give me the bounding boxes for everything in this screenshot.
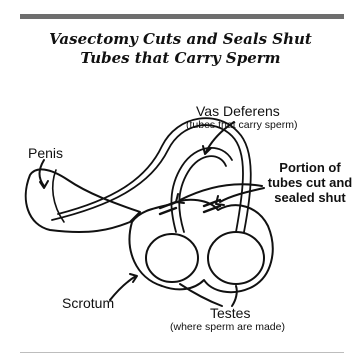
label-vas-deferens-note: (tubes that carry sperm) bbox=[186, 119, 297, 131]
label-penis: Penis bbox=[28, 146, 63, 161]
vas-deferens-tube-outer bbox=[52, 125, 243, 232]
label-testes: Testes bbox=[210, 306, 250, 321]
label-portion-line-3: sealed shut bbox=[262, 190, 358, 205]
label-vas-deferens: Vas Deferens bbox=[196, 104, 280, 119]
bottom-rule bbox=[20, 352, 344, 353]
label-scrotum: Scrotum bbox=[62, 296, 114, 311]
label-portion-line-2: tubes cut and bbox=[262, 175, 358, 190]
seal-mark-left bbox=[160, 202, 176, 214]
vas-deferens-tube-left-inner bbox=[179, 156, 226, 232]
leader-testes-left bbox=[180, 284, 222, 306]
label-portion-line-1: Portion of bbox=[262, 160, 358, 175]
testis-right bbox=[208, 232, 264, 284]
scrotum-outline bbox=[130, 200, 273, 292]
penis-shape bbox=[26, 169, 140, 232]
leader-testes-right bbox=[232, 286, 237, 306]
label-portion-cut: Portion of tubes cut and sealed shut bbox=[262, 160, 358, 205]
testis-left bbox=[146, 234, 198, 282]
label-testes-note: (where sperm are made) bbox=[170, 321, 285, 333]
vas-deferens-tube-inner bbox=[58, 118, 251, 232]
